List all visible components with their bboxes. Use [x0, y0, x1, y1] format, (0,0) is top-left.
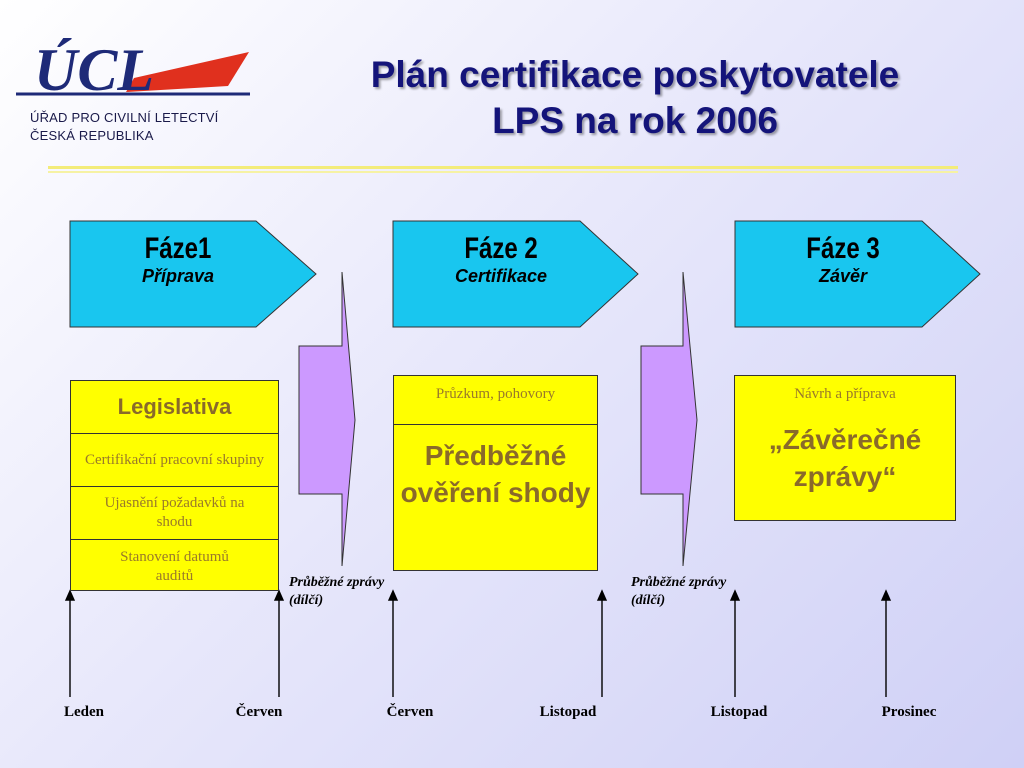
phase2-header: Průzkum, pohovory [435, 386, 556, 402]
title-line-2: LPS na rok 2006 [492, 100, 778, 141]
month-label-6: Prosinec [881, 704, 937, 720]
timeline-arrowhead-6 [880, 589, 892, 601]
month-label-4: Listopad [539, 704, 597, 720]
legislation-label: Legislativa [117, 394, 232, 419]
title-line-1: Plán certifikace poskytovatele [370, 54, 900, 95]
phase-2-label: Fáze 2 Certifikace [393, 232, 609, 287]
interim-report-note-1-line2: (dílčí) [289, 593, 324, 608]
phase2-header-box: Průzkum, pohovory [393, 375, 598, 425]
phase-3-title: Fáze 3 [806, 232, 880, 265]
phase-3-subtitle: Závěr [818, 266, 868, 286]
month-label-1: Leden [63, 704, 104, 720]
phase-1-arrow [69, 220, 317, 328]
interim-report-note-2-line1: Průběžné zprávy [631, 575, 727, 590]
phase2-main-box: Předběžné ověření shody [393, 424, 598, 571]
title-divider [48, 166, 958, 169]
phase-1-label: Fáze1 Příprava [70, 232, 286, 287]
interim-report-note-2-line2: (dílčí) [631, 593, 666, 608]
logo-line-2: ČESKÁ REPUBLIKA [30, 128, 154, 143]
timeline-arrowhead-5 [729, 589, 741, 601]
timeline-arrowhead-1 [64, 589, 76, 601]
phase1-item-3-box: Stanovení datumů auditů [70, 539, 279, 591]
interim-report-note-1-line1: Průběžné zprávy [289, 575, 385, 590]
phase2-main: Předběžné ověření shody [400, 440, 591, 508]
phase-2-title: Fáze 2 [464, 232, 538, 265]
month-label-5: Listopad [710, 704, 768, 720]
logo-red-wing [126, 52, 249, 92]
legislation-box: Legislativa [70, 380, 279, 434]
logo-line-1: ÚŘAD PRO CIVILNÍ LETECTVÍ [30, 110, 219, 125]
timeline-arrowhead-4 [596, 589, 608, 601]
title-divider-shadow [48, 171, 958, 173]
month-label-2: Červen [235, 704, 283, 720]
phase-1-subtitle: Příprava [141, 266, 215, 286]
phase1-item-1-box: Certifikační pracovní skupiny [70, 433, 279, 487]
transition-arrow-2 [640, 271, 698, 567]
phase3-box: Návrh a příprava „Závěrečné zprávy“ [734, 375, 956, 521]
phase-1-title: Fáze1 [144, 232, 212, 265]
phase1-item-2: Ujasnění požadavků na shodu [104, 495, 245, 530]
phase-2-arrow [392, 220, 639, 328]
phase-3-label: Fáze 3 Závěr [735, 232, 951, 287]
interim-report-note-2: Průběžné zprávy (dílčí) [631, 574, 726, 610]
phase3-header: Návrh a příprava [794, 386, 896, 402]
interim-report-note-1: Průběžné zprávy (dílčí) [289, 574, 384, 610]
phase3-main: „Závěrečné zprávy“ [768, 424, 922, 492]
timeline-arrowhead-2 [273, 589, 285, 601]
month-label-3: Červen [386, 704, 434, 720]
phase1-item-1: Certifikační pracovní skupiny [84, 451, 265, 468]
phase1-item-3: Stanovení datumů auditů [120, 549, 229, 584]
phase-3-arrow [734, 220, 981, 328]
phase-2-subtitle: Certifikace [454, 266, 548, 286]
ucl-logo: ÚCL [16, 38, 250, 100]
transition-arrow-1 [298, 271, 356, 567]
phase1-item-2-box: Ujasnění požadavků na shodu [70, 486, 279, 540]
page-title: Plán certifikace poskytovatele LPS na ro… [290, 52, 980, 144]
logo-mark: ÚCL [34, 38, 154, 100]
timeline-arrowhead-3 [387, 589, 399, 601]
